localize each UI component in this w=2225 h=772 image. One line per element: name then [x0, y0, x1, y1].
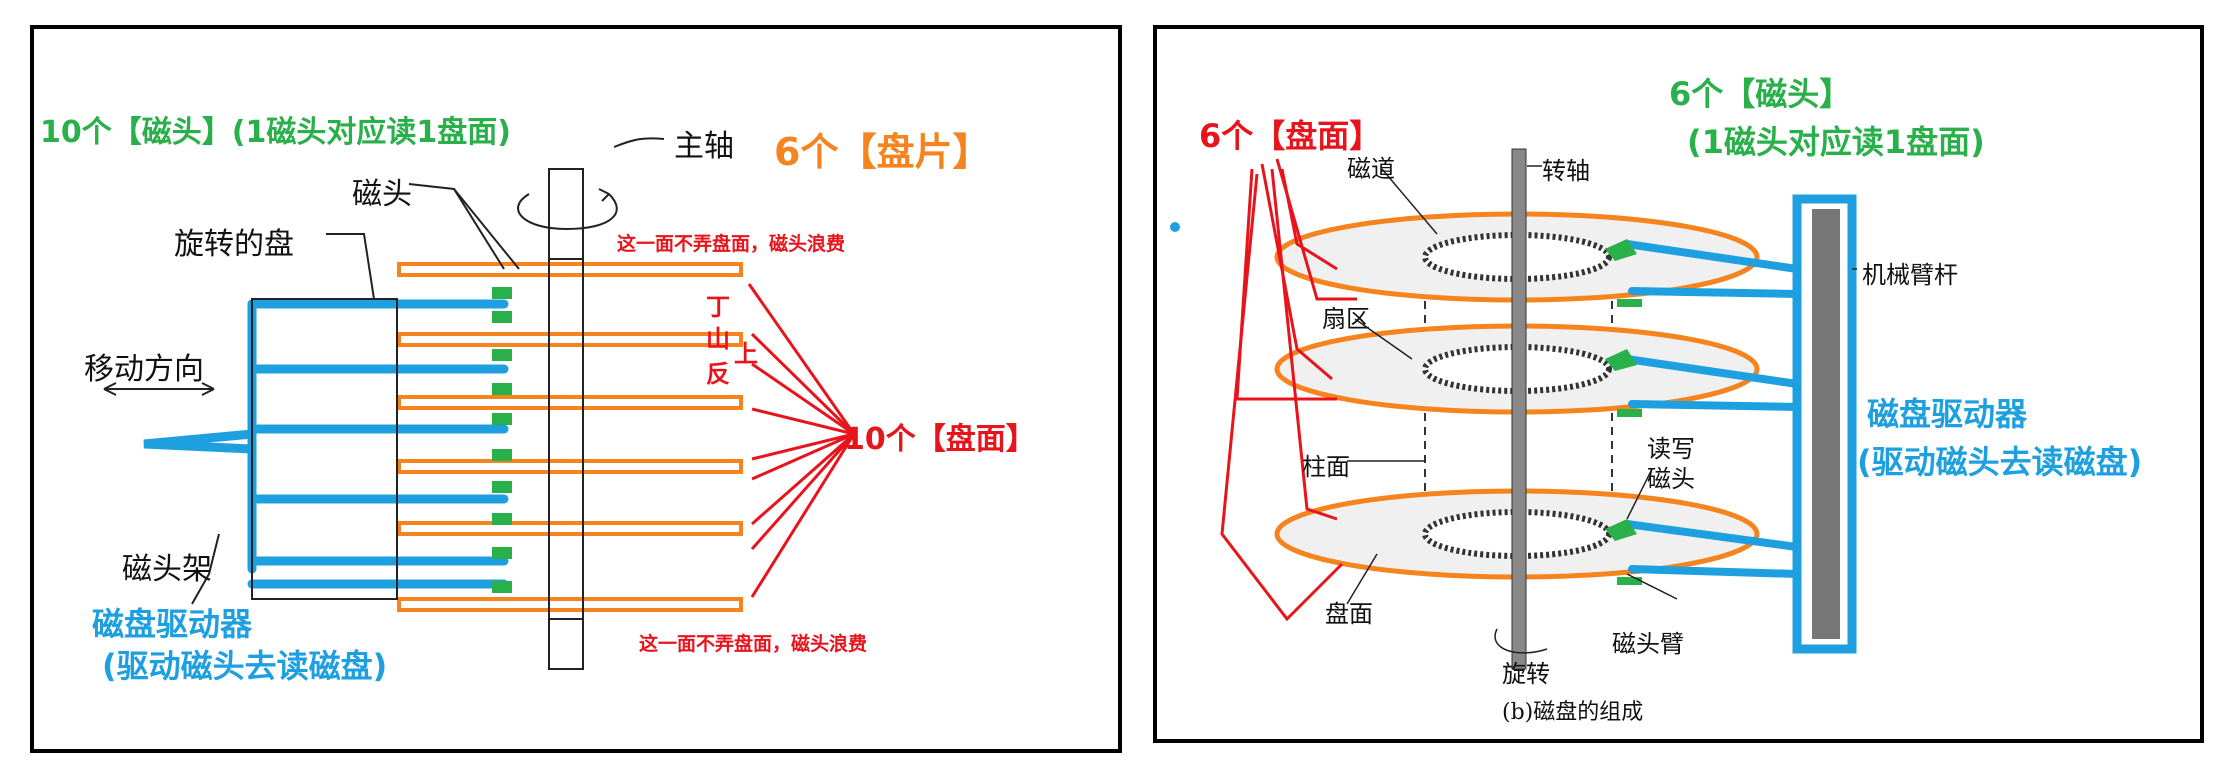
spindle-rotation-arrowhead: [598, 188, 610, 202]
head-leader-line: [408, 183, 505, 270]
surface-arrows: [1220, 158, 1357, 622]
label-rotation: 旋转: [1502, 660, 1550, 688]
blue-dot: [1170, 222, 1180, 232]
margin-glyph-1: 丁: [706, 293, 730, 321]
label-mech-arm: 机械臂杆: [1862, 261, 1958, 289]
platter-3: [397, 395, 743, 410]
platter-6: [397, 597, 743, 612]
label-axis: 转轴: [1542, 157, 1590, 185]
label-head-carriage: 磁头架: [122, 552, 212, 587]
surface-arrows: [747, 283, 856, 598]
platter-2: [397, 332, 743, 347]
right-diagram-drawing: [1170, 148, 1857, 670]
platter-5: [397, 521, 743, 536]
left-diagram-panel: 10个【磁头】(1磁头对应读1盘面) 6个【盘片】 10个【盘面】 这一面不弄盘…: [30, 25, 1122, 753]
head-arms: [1623, 240, 1801, 578]
spindle-rotation-arrow: [517, 193, 618, 231]
label-move-direction: 移动方向: [84, 352, 204, 387]
carriage-leader: [191, 533, 220, 605]
margin-glyph-2: 山: [706, 325, 730, 353]
platters: [397, 262, 743, 612]
right-heads-annotation-1: 6个【磁头】: [1669, 75, 1852, 113]
rotating-disk-leader: [326, 233, 375, 300]
left-drive-annotation-1: 磁盘驱动器: [92, 605, 253, 643]
rotating-axis-front: [1511, 148, 1527, 670]
right-surfaces-annotation: 6个【盘面】: [1199, 117, 1382, 155]
label-arm: 磁头臂: [1612, 630, 1684, 658]
head-leader-line-2: [453, 188, 520, 270]
label-rotating-disk: 旋转的盘: [174, 227, 294, 262]
platter-4: [397, 459, 743, 474]
margin-glyph-4: 反: [706, 360, 730, 388]
label-track: 磁道: [1347, 155, 1395, 183]
left-top-waste-note: 这一面不弄盘面，磁头浪费: [617, 233, 846, 255]
left-platters-annotation: 6个【盘片】: [774, 130, 991, 174]
label-surface: 盘面: [1325, 600, 1373, 628]
label-head: 磁头: [352, 177, 412, 212]
left-surfaces-annotation: 10个【盘面】: [844, 422, 1036, 457]
right-drive-annotation-2: (驱动磁头去读磁盘): [1857, 443, 2143, 481]
left-bottom-waste-note: 这一面不弄盘面，磁头浪费: [639, 633, 868, 655]
spindle-front: [548, 258, 584, 620]
right-heads-annotation-2: (1磁头对应读1盘面): [1687, 123, 1985, 161]
spindle-shaft: [548, 168, 584, 670]
label-cylinder: 柱面: [1302, 453, 1350, 481]
caption: (b)磁盘的组成: [1502, 700, 1644, 725]
mechanical-arm-core: [1812, 209, 1840, 639]
left-heads-annotation: 10个【磁头】(1磁头对应读1盘面): [40, 115, 511, 150]
right-diagram-panel: 6个【盘面】 6个【磁头】 (1磁头对应读1盘面) 磁盘驱动器 (驱动磁头去读磁…: [1153, 25, 2204, 743]
heads: [492, 287, 512, 593]
label-sector: 扇区: [1322, 305, 1370, 333]
platter-1: [397, 262, 743, 277]
left-diagram-drawing: [103, 137, 856, 670]
right-drive-annotation-1: 磁盘驱动器: [1867, 395, 2028, 433]
carriage-outline: [251, 298, 398, 600]
label-spindle: 主轴: [674, 129, 734, 164]
label-rw-head-2: 磁头: [1647, 465, 1695, 493]
rw-heads: [1605, 239, 1642, 585]
label-rw-head-1: 读写: [1647, 435, 1695, 463]
spindle-leader-line: [613, 137, 665, 148]
margin-glyph-3: 上: [734, 340, 758, 368]
left-drive-annotation-2: (驱动磁头去读磁盘): [102, 647, 388, 685]
